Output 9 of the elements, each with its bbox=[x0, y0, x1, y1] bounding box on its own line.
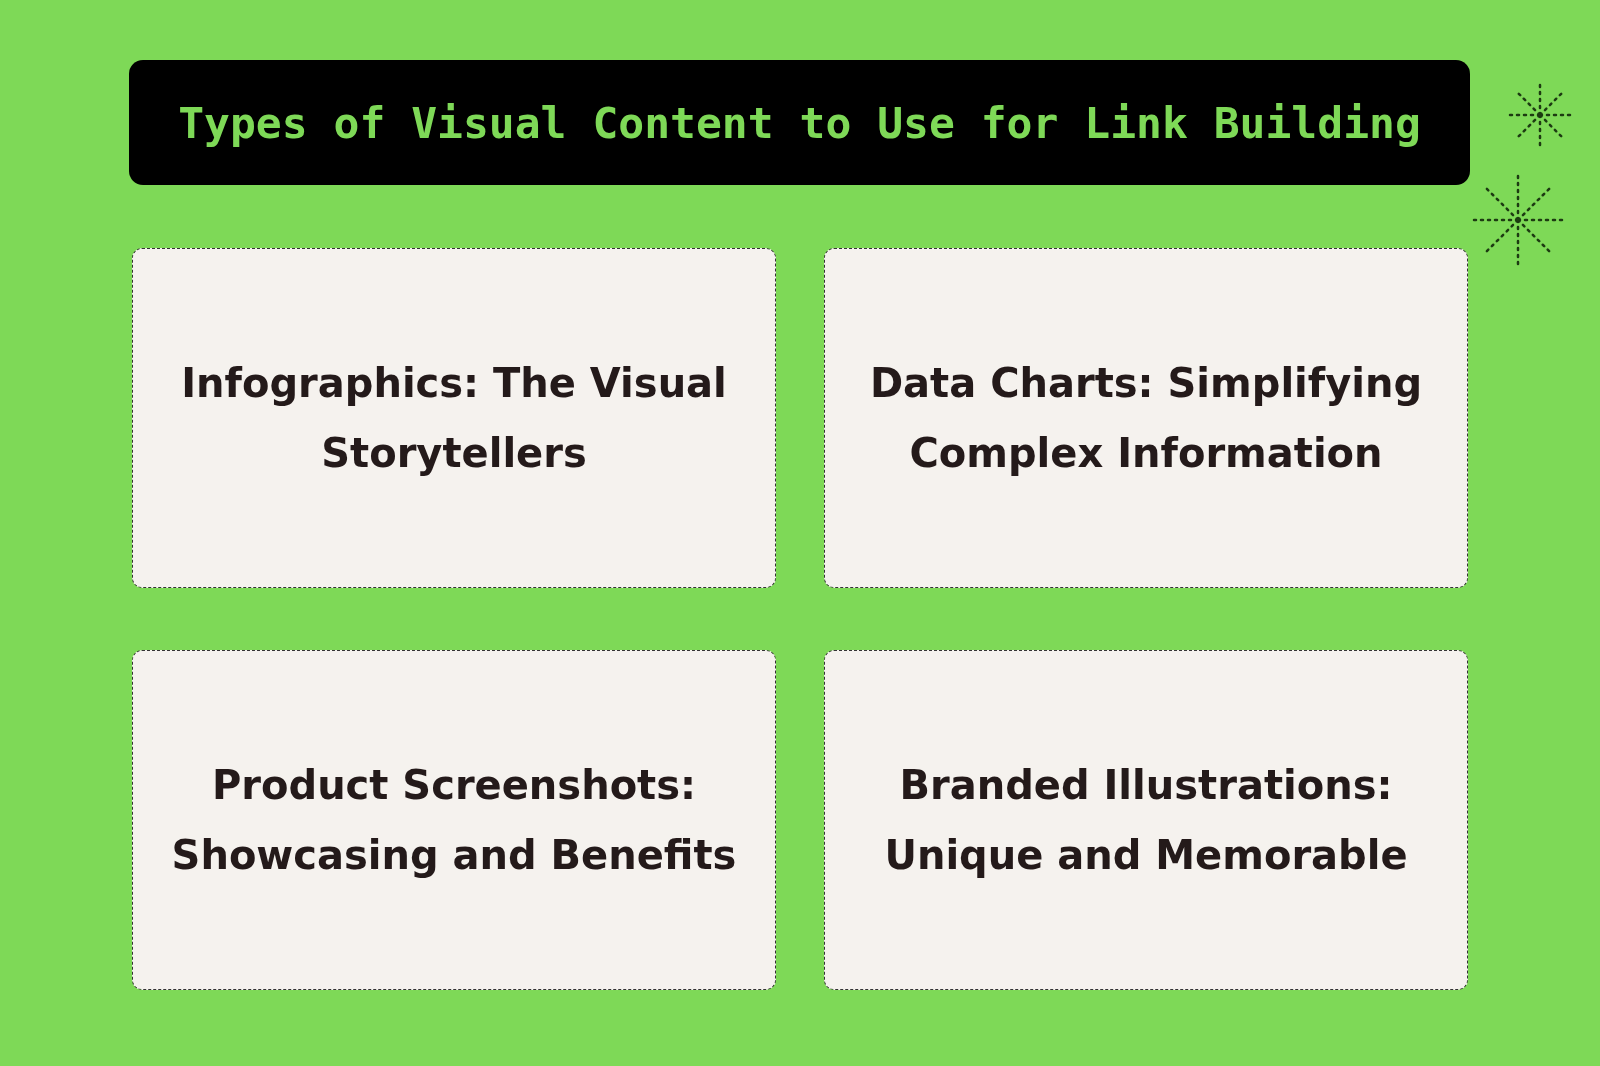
card-text: Data Charts: Simplifying Complex Information bbox=[868, 359, 1424, 478]
title: Types of Visual Content to Use for Link Building bbox=[178, 97, 1421, 148]
card-text: Product Screenshots: Showcasing and Benefits bbox=[170, 761, 738, 880]
card-text: Branded Illustrations: Unique and Memorable bbox=[883, 761, 1409, 880]
content-card bbox=[824, 650, 1468, 990]
content-card bbox=[132, 248, 776, 588]
content-card bbox=[824, 248, 1468, 588]
card-text: Infographics: The Visual Storytellers bbox=[180, 359, 728, 478]
content-card bbox=[132, 650, 776, 990]
